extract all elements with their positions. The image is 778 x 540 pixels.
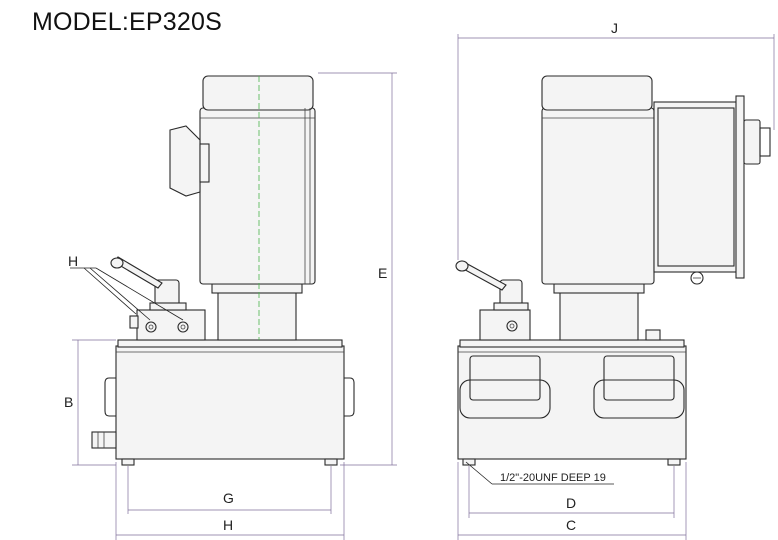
front-valve-port-a [145, 321, 157, 333]
label-g: G [223, 490, 234, 506]
side-motor-body [541, 107, 655, 285]
side-filler-cap [645, 329, 661, 341]
side-foot-right [667, 458, 681, 466]
side-control-box [653, 101, 739, 273]
side-handle-recess-left [459, 379, 551, 419]
label-b: B [64, 394, 73, 410]
side-motor-cap [541, 75, 653, 111]
label-c: C [566, 517, 576, 533]
side-valve-block [479, 309, 531, 341]
front-pump-flange [211, 283, 303, 294]
model-title: MODEL:EP320S [32, 8, 222, 36]
side-cable-gland [690, 271, 704, 285]
side-tank-lid [459, 339, 685, 348]
front-motor-body [199, 107, 316, 285]
side-handle-recess-right [593, 379, 685, 419]
front-handle-right [344, 377, 355, 417]
label-d: D [566, 495, 576, 511]
front-view: H E B G H [64, 72, 397, 540]
label-j: J [611, 20, 618, 36]
side-control-switch [743, 119, 761, 165]
front-junction-box [169, 125, 201, 197]
front-valve-port-b [177, 321, 189, 333]
front-valve-block [136, 309, 206, 341]
front-motor-cap [202, 75, 314, 111]
front-foot-right [324, 458, 338, 466]
side-view: 1/2"-20UNF DEEP 19 J D C [455, 20, 775, 540]
side-valve-port [506, 320, 518, 332]
front-foot-left [121, 458, 135, 466]
label-h-valve: H [68, 253, 78, 269]
front-pump-column [217, 291, 297, 341]
side-pump-column [559, 291, 639, 341]
front-tank-lid [117, 339, 343, 348]
label-h-width: H [223, 517, 233, 533]
label-e: E [378, 265, 387, 281]
front-handle-left [104, 377, 116, 417]
front-tank [115, 345, 345, 460]
thread-note: 1/2"-20UNF DEEP 19 [500, 472, 606, 484]
